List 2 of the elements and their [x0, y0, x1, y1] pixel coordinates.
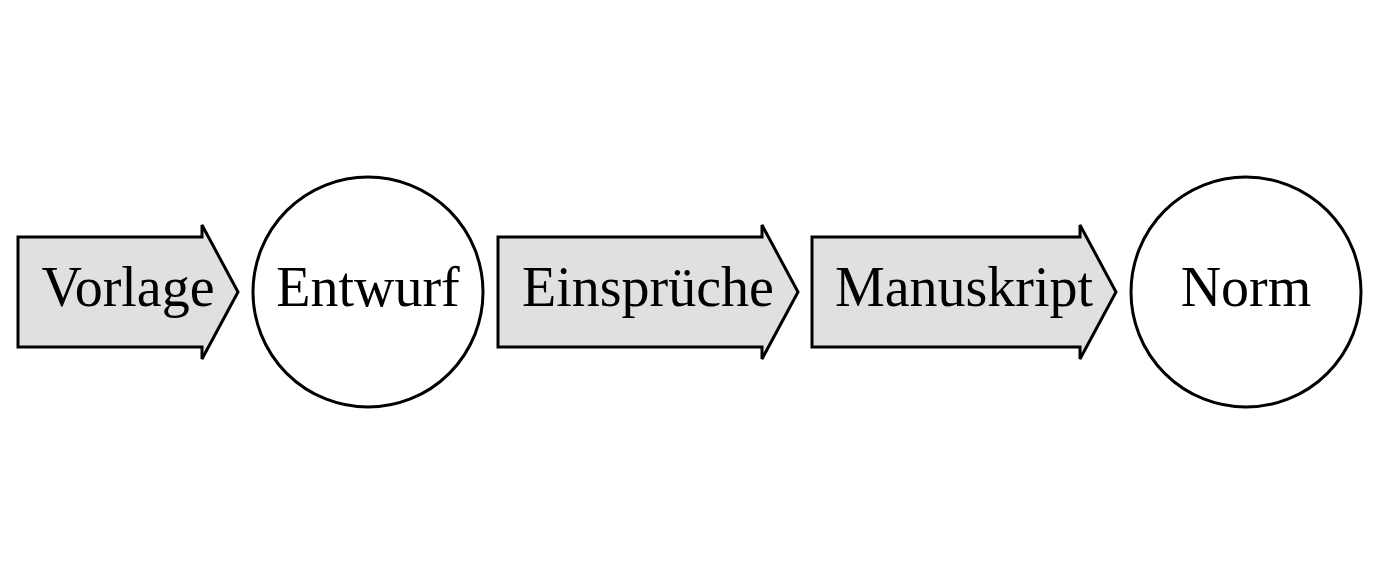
node-circle: Entwurf — [251, 175, 485, 409]
node-circle: Norm — [1129, 175, 1363, 409]
